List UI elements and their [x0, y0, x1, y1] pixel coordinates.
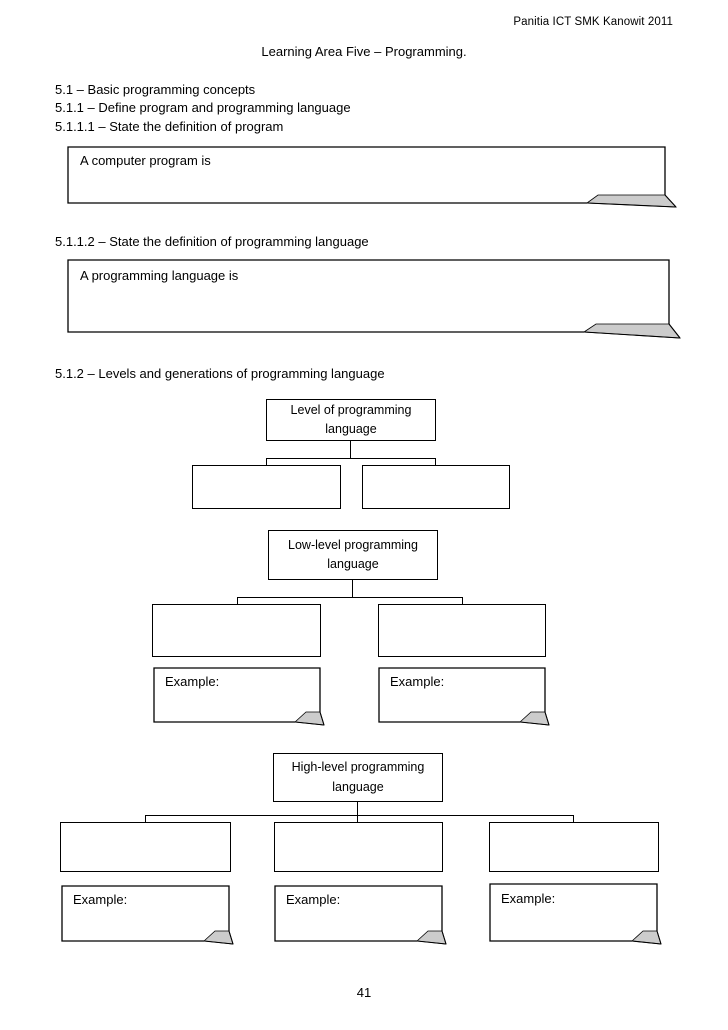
connector-stem: [350, 441, 352, 459]
example-box-label: Example:: [165, 674, 220, 689]
connector-bar: [266, 458, 436, 460]
diagram-node-high-level-child-1[interactable]: [60, 822, 231, 872]
heading-5-1-2: 5.1.2 – Levels and generations of progra…: [55, 366, 385, 381]
page-title: Learning Area Five – Programming.: [261, 44, 467, 59]
connector-drop-center: [357, 815, 359, 823]
diagram-node-label: Level of programming language: [290, 402, 412, 436]
heading-5-1-1-2: 5.1.1.2 – State the definition of progra…: [55, 234, 369, 249]
connector-bar: [237, 597, 463, 599]
diagram-node-level-of-programming-language[interactable]: Level of programming language: [266, 399, 436, 441]
example-box-high-level-1[interactable]: Example:: [61, 885, 234, 945]
connector-drop-left: [237, 597, 239, 605]
connector-drop-right: [573, 815, 575, 823]
answer-box-programming-language[interactable]: A programming language is: [67, 259, 681, 339]
example-box-low-level-1[interactable]: Example:: [153, 667, 325, 726]
diagram-node-low-level-child-2[interactable]: [378, 604, 546, 657]
connector-stem: [357, 802, 359, 816]
example-box-high-level-2[interactable]: Example:: [274, 885, 447, 945]
connector-stem: [352, 580, 354, 598]
example-box-label: Example:: [390, 674, 445, 689]
heading-5-1-1: 5.1.1 – Define program and programming l…: [55, 100, 351, 115]
diagram-node-low-level-child-1[interactable]: [152, 604, 321, 657]
diagram-node-level-child-2[interactable]: [362, 465, 510, 509]
answer-box-computer-program[interactable]: A computer program is: [67, 146, 677, 208]
connector-drop-left: [266, 458, 268, 466]
diagram-node-level-child-1[interactable]: [192, 465, 341, 509]
answer-box-label: A computer program is: [80, 153, 211, 168]
diagram-node-high-level-programming-language[interactable]: High-level programming language: [273, 753, 443, 802]
example-box-label: Example:: [286, 892, 341, 907]
diagram-node-low-level-programming-language[interactable]: Low-level programming language: [268, 530, 438, 580]
page-header-text: Panitia ICT SMK Kanowit 2011: [513, 16, 673, 28]
example-box-high-level-3[interactable]: Example:: [489, 883, 662, 945]
heading-5-1: 5.1 – Basic programming concepts: [55, 82, 256, 97]
diagram-node-high-level-child-3[interactable]: [489, 822, 659, 872]
connector-drop-right: [435, 458, 437, 466]
page-number: 41: [356, 985, 372, 1000]
example-box-label: Example:: [501, 891, 556, 906]
connector-drop-left: [145, 815, 147, 823]
heading-5-1-1-1: 5.1.1.1 – State the definition of progra…: [55, 119, 284, 134]
connector-drop-right: [462, 597, 464, 605]
answer-box-label: A programming language is: [80, 268, 239, 283]
diagram-node-high-level-child-2[interactable]: [274, 822, 443, 872]
example-box-label: Example:: [73, 892, 128, 907]
connector-bar: [145, 815, 574, 817]
example-box-low-level-2[interactable]: Example:: [378, 667, 550, 726]
diagram-node-label: Low-level programming language: [288, 537, 418, 571]
diagram-node-label: High-level programming language: [291, 760, 425, 794]
